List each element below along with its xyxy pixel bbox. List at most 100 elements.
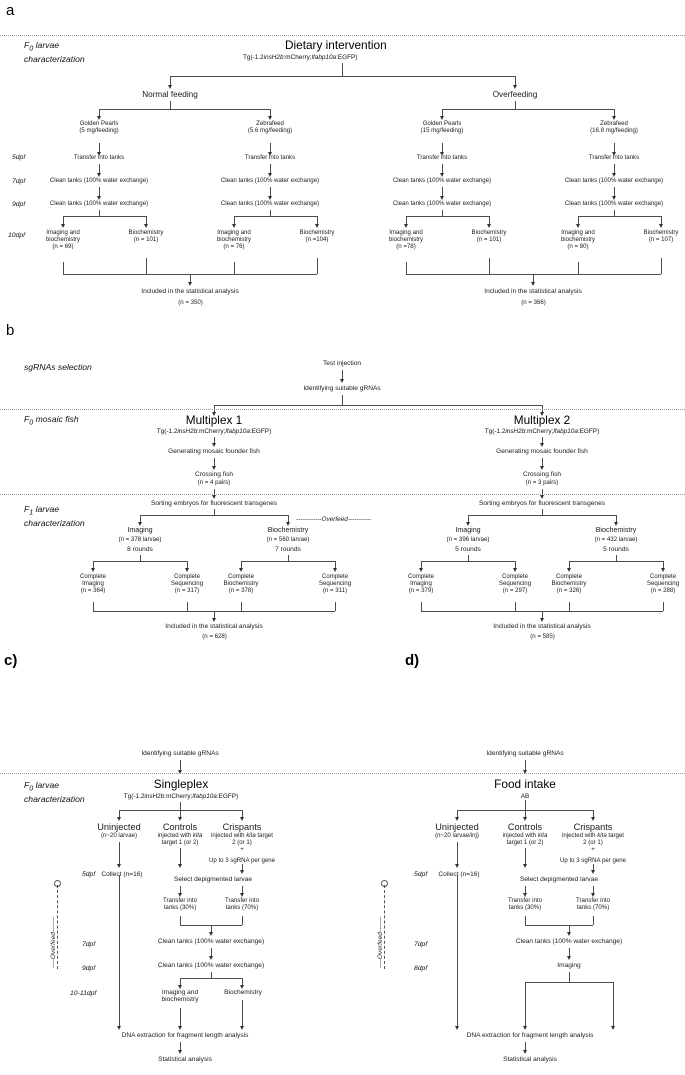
panel-d-group-uninjected: Uninjected: [435, 822, 479, 832]
panel-c-group-crispants: Crispants: [222, 822, 262, 832]
panel-a-stage-line1: F0 larvae: [24, 40, 60, 53]
panel-c-group-uninjected: Uninjected: [97, 822, 141, 832]
panel-a-clean9-4: Clean tanks (100% water exchange): [564, 200, 664, 207]
panel-d-dpf-5: 5dpf: [414, 871, 428, 878]
panel-a-transfer-2: Transfer into tanks: [244, 154, 296, 161]
conn-a-nf-d1: [99, 109, 100, 116]
panel-b-included-right: Included in the statistical analysis: [493, 623, 591, 630]
panel-d-identifying: Identifying suitable gRNAs: [486, 750, 564, 757]
panel-b-assay-3-rounds: 5 rounds: [455, 546, 481, 553]
panel-d-stat: Statistical analysis: [503, 1056, 557, 1063]
panel-c-dna: DNA extraction for fragment length analy…: [121, 1032, 249, 1039]
panel-a-endpoint-2: Biochemistry(n = 101): [128, 229, 164, 243]
panel-b-divider-f0: [0, 409, 685, 410]
panel-a-transfer-1: Transfer into tanks: [73, 154, 125, 161]
panel-b-identifying: Identifying suitable gRNAs: [303, 385, 381, 392]
panel-b-overfeed-marker: ------------Overfeed-----------: [296, 516, 372, 523]
panel-b-assay-3-n: (n = 396 larvae): [446, 536, 490, 543]
panel-a-diet-2: Zebrafeed(5.6 mg/feeding): [247, 120, 293, 134]
panel-b-assay-4-n: (n = 432 larvae): [594, 536, 638, 543]
panel-d-overfeed-label: ----Overfeed-------: [377, 916, 384, 968]
panel-c-dpf-9: 9dpf: [82, 965, 96, 972]
panel-d-clean-7: Clean tanks (100% water exchange): [515, 938, 623, 945]
arrow-b-incl-left: [211, 618, 216, 622]
panel-d-sgrna-note: Up to 3 sgRNA per gene: [559, 857, 627, 864]
panel-c-group-uninjected-n: (n~20 larvae): [100, 832, 138, 839]
arrow-a-incl-right: [530, 282, 535, 286]
panel-d-subtitle: AB: [520, 793, 530, 800]
panel-c-subtitle: Tg(-1.2insH2b:mCherry;lfabp10a:EGFP): [123, 793, 239, 800]
panel-b-sorting-2: Sorting embryos for fluorescent transgen…: [478, 500, 606, 507]
panel-b-included-left: Included in the statistical analysis: [165, 623, 263, 630]
panel-c-sgrna-note: Up to 3 sgRNA per gene: [208, 857, 276, 864]
panel-d-dpf-7: 7dpf: [414, 941, 428, 948]
panel-a-stage-line2: characterization: [24, 53, 85, 64]
panel-b-assay-3: Imaging: [455, 526, 481, 534]
panel-c-stat: Statistical analysis: [158, 1056, 212, 1063]
panel-b-assay-2: Biochemistry: [267, 526, 309, 534]
panel-letter-d: d): [405, 652, 420, 669]
panel-d-collect: Collect (n=16): [438, 871, 480, 878]
panel-b-included-left-n: (n = 628): [202, 633, 227, 640]
conn-a-nf-bus: [99, 109, 270, 110]
panel-c-divider: [0, 773, 685, 774]
arrow-d-identify: [522, 770, 527, 774]
panel-a-root-title: Dietary intervention: [285, 38, 387, 52]
panel-a-diet-1: Golden Pearls(5 mg/feeding): [79, 120, 119, 134]
panel-a-included-right-n: (n = 366): [521, 299, 546, 306]
panel-b-stage-f0: F0 mosaic fish: [24, 414, 79, 427]
panel-b-assay-4: Biochemistry: [595, 526, 637, 534]
conn-a-root-right-drop: [515, 76, 516, 85]
panel-a-branch-over: Overfeeding: [492, 90, 538, 99]
panel-letter-c: c): [4, 652, 18, 669]
panel-b-crossing-1: Crossing fish: [194, 471, 234, 478]
panel-a-dpf-5: 5dpf: [12, 154, 26, 161]
panel-b-stage-sgrna: sgRNAs selection: [24, 362, 92, 372]
panel-a-divider: [0, 35, 685, 36]
arrow-a-d4: [611, 116, 616, 120]
panel-c-dpf-7: 7dpf: [82, 941, 96, 948]
panel-b-included-right-n: (n = 585): [530, 633, 555, 640]
arrow-a-d3: [439, 116, 444, 120]
panel-b-multiplex-2: Multiplex 2: [513, 413, 571, 427]
panel-a-clean7-3: Clean tanks (100% water exchange): [392, 177, 492, 184]
panel-c-overfeed-label: ----Overfeed-------: [50, 916, 57, 968]
panel-c-overfeed-start-dot: [54, 880, 61, 887]
panel-d-select: Select depigmented larvae: [519, 876, 599, 883]
arrow-a-d2: [267, 116, 272, 120]
panel-a-included-left: Included in the statistical analysis: [141, 288, 239, 295]
panel-d-imaging: Imaging: [557, 962, 581, 969]
panel-c-clean-7: Clean tanks (100% water exchange): [157, 938, 265, 945]
panel-c-dpf-5: 5dpf: [82, 871, 96, 878]
panel-a-transfer-3: Transfer into tanks: [416, 154, 468, 161]
panel-c-group-controls: Controls: [162, 822, 198, 832]
panel-d-dna: DNA extraction for fragment length analy…: [466, 1032, 594, 1039]
panel-a-clean7-1: Clean tanks (100% water exchange): [49, 177, 149, 184]
panel-a-included-left-n: (n = 350): [178, 299, 203, 306]
panel-b-crossing-2-n: (n = 3 pairs): [525, 479, 559, 486]
panel-b-assay-1: Imaging: [127, 526, 153, 534]
panel-letter-a: a: [6, 2, 15, 19]
arrow-a-t2: [267, 152, 272, 156]
panel-a-included-right: Included in the statistical analysis: [484, 288, 582, 295]
panel-b-generating-2: Generating mosaic founder fish: [496, 448, 588, 455]
panel-a-endpoint-6: Biochemistry(n = 101): [471, 229, 507, 243]
panel-d-overfeed-line: [383, 885, 385, 969]
